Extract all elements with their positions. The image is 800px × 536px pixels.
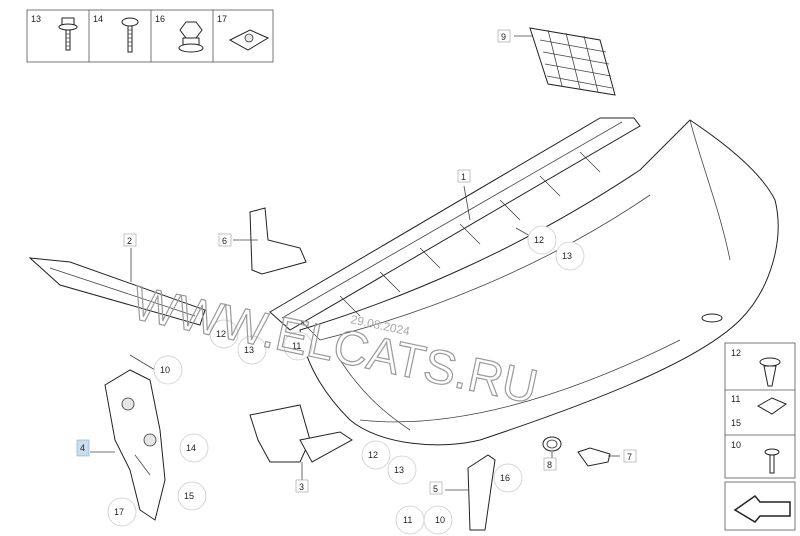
callout-1: 1 [461, 172, 466, 182]
fastener-legend: 12 11 15 10 [724, 342, 796, 531]
callout-14-bracket: 14 [186, 443, 196, 453]
callout-4: 4 [80, 443, 85, 453]
callout-5: 5 [433, 484, 438, 494]
callout-13-left: 13 [244, 345, 254, 355]
leader-lines [90, 35, 620, 491]
legend-label-11: 11 [731, 394, 740, 404]
sealing-ring [542, 436, 562, 452]
callout-8: 8 [547, 460, 552, 470]
guide-bracket [249, 404, 353, 463]
callout-12-right: 12 [534, 235, 544, 245]
callout-16-strip: 16 [500, 473, 510, 483]
callout-10-bottom: 10 [435, 515, 445, 525]
clip-nut-icon [756, 397, 788, 415]
callout-3: 3 [299, 482, 304, 492]
callout-10-top: 10 [160, 365, 170, 375]
legend-label-10: 10 [731, 440, 741, 450]
side-bracket-left [28, 257, 206, 326]
header-label-17: 17 [217, 14, 227, 24]
callout-9: 9 [501, 32, 506, 42]
callout-11-bottom: 11 [403, 515, 412, 525]
legend-label-15: 15 [731, 418, 741, 428]
callout-13-lower: 13 [394, 465, 404, 475]
bumper-carrier [269, 117, 641, 341]
callout-15-bracket: 15 [184, 491, 194, 501]
corner-trim [249, 207, 307, 275]
header-label-16: 16 [155, 14, 165, 24]
direction-arrow-icon [733, 494, 791, 523]
callout-7: 7 [627, 452, 632, 462]
header-label-13: 13 [31, 14, 41, 24]
flange-bolt-icon [58, 17, 78, 51]
header-label-14: 14 [93, 14, 103, 24]
callout-13-right: 13 [562, 251, 572, 261]
expanding-rivet-icon [759, 357, 781, 387]
legend-label-12: 12 [731, 348, 741, 358]
screw-icon [764, 448, 780, 474]
mounting-bracket [104, 369, 166, 521]
screw-icon [121, 17, 139, 53]
vent-grille [529, 27, 616, 96]
bumper-panel [299, 119, 779, 446]
clip-nut-icon [228, 29, 270, 51]
support-strip [467, 454, 496, 531]
callout-17-bracket: 17 [114, 507, 124, 517]
callout-2: 2 [127, 236, 132, 246]
callout-6: 6 [222, 236, 227, 246]
callout-12-lower: 12 [368, 450, 378, 460]
callout-labels: 1 2 3 4 5 6 7 8 9 10 10 10 11 11 11 12 1… [76, 29, 637, 535]
callout-11-beam: 11 [292, 341, 301, 351]
callout-12-left: 12 [216, 329, 226, 339]
hex-nut-icon [178, 21, 204, 53]
park-sensor [577, 447, 611, 467]
fastener-header-strip: 13 14 16 17 [26, 9, 274, 63]
